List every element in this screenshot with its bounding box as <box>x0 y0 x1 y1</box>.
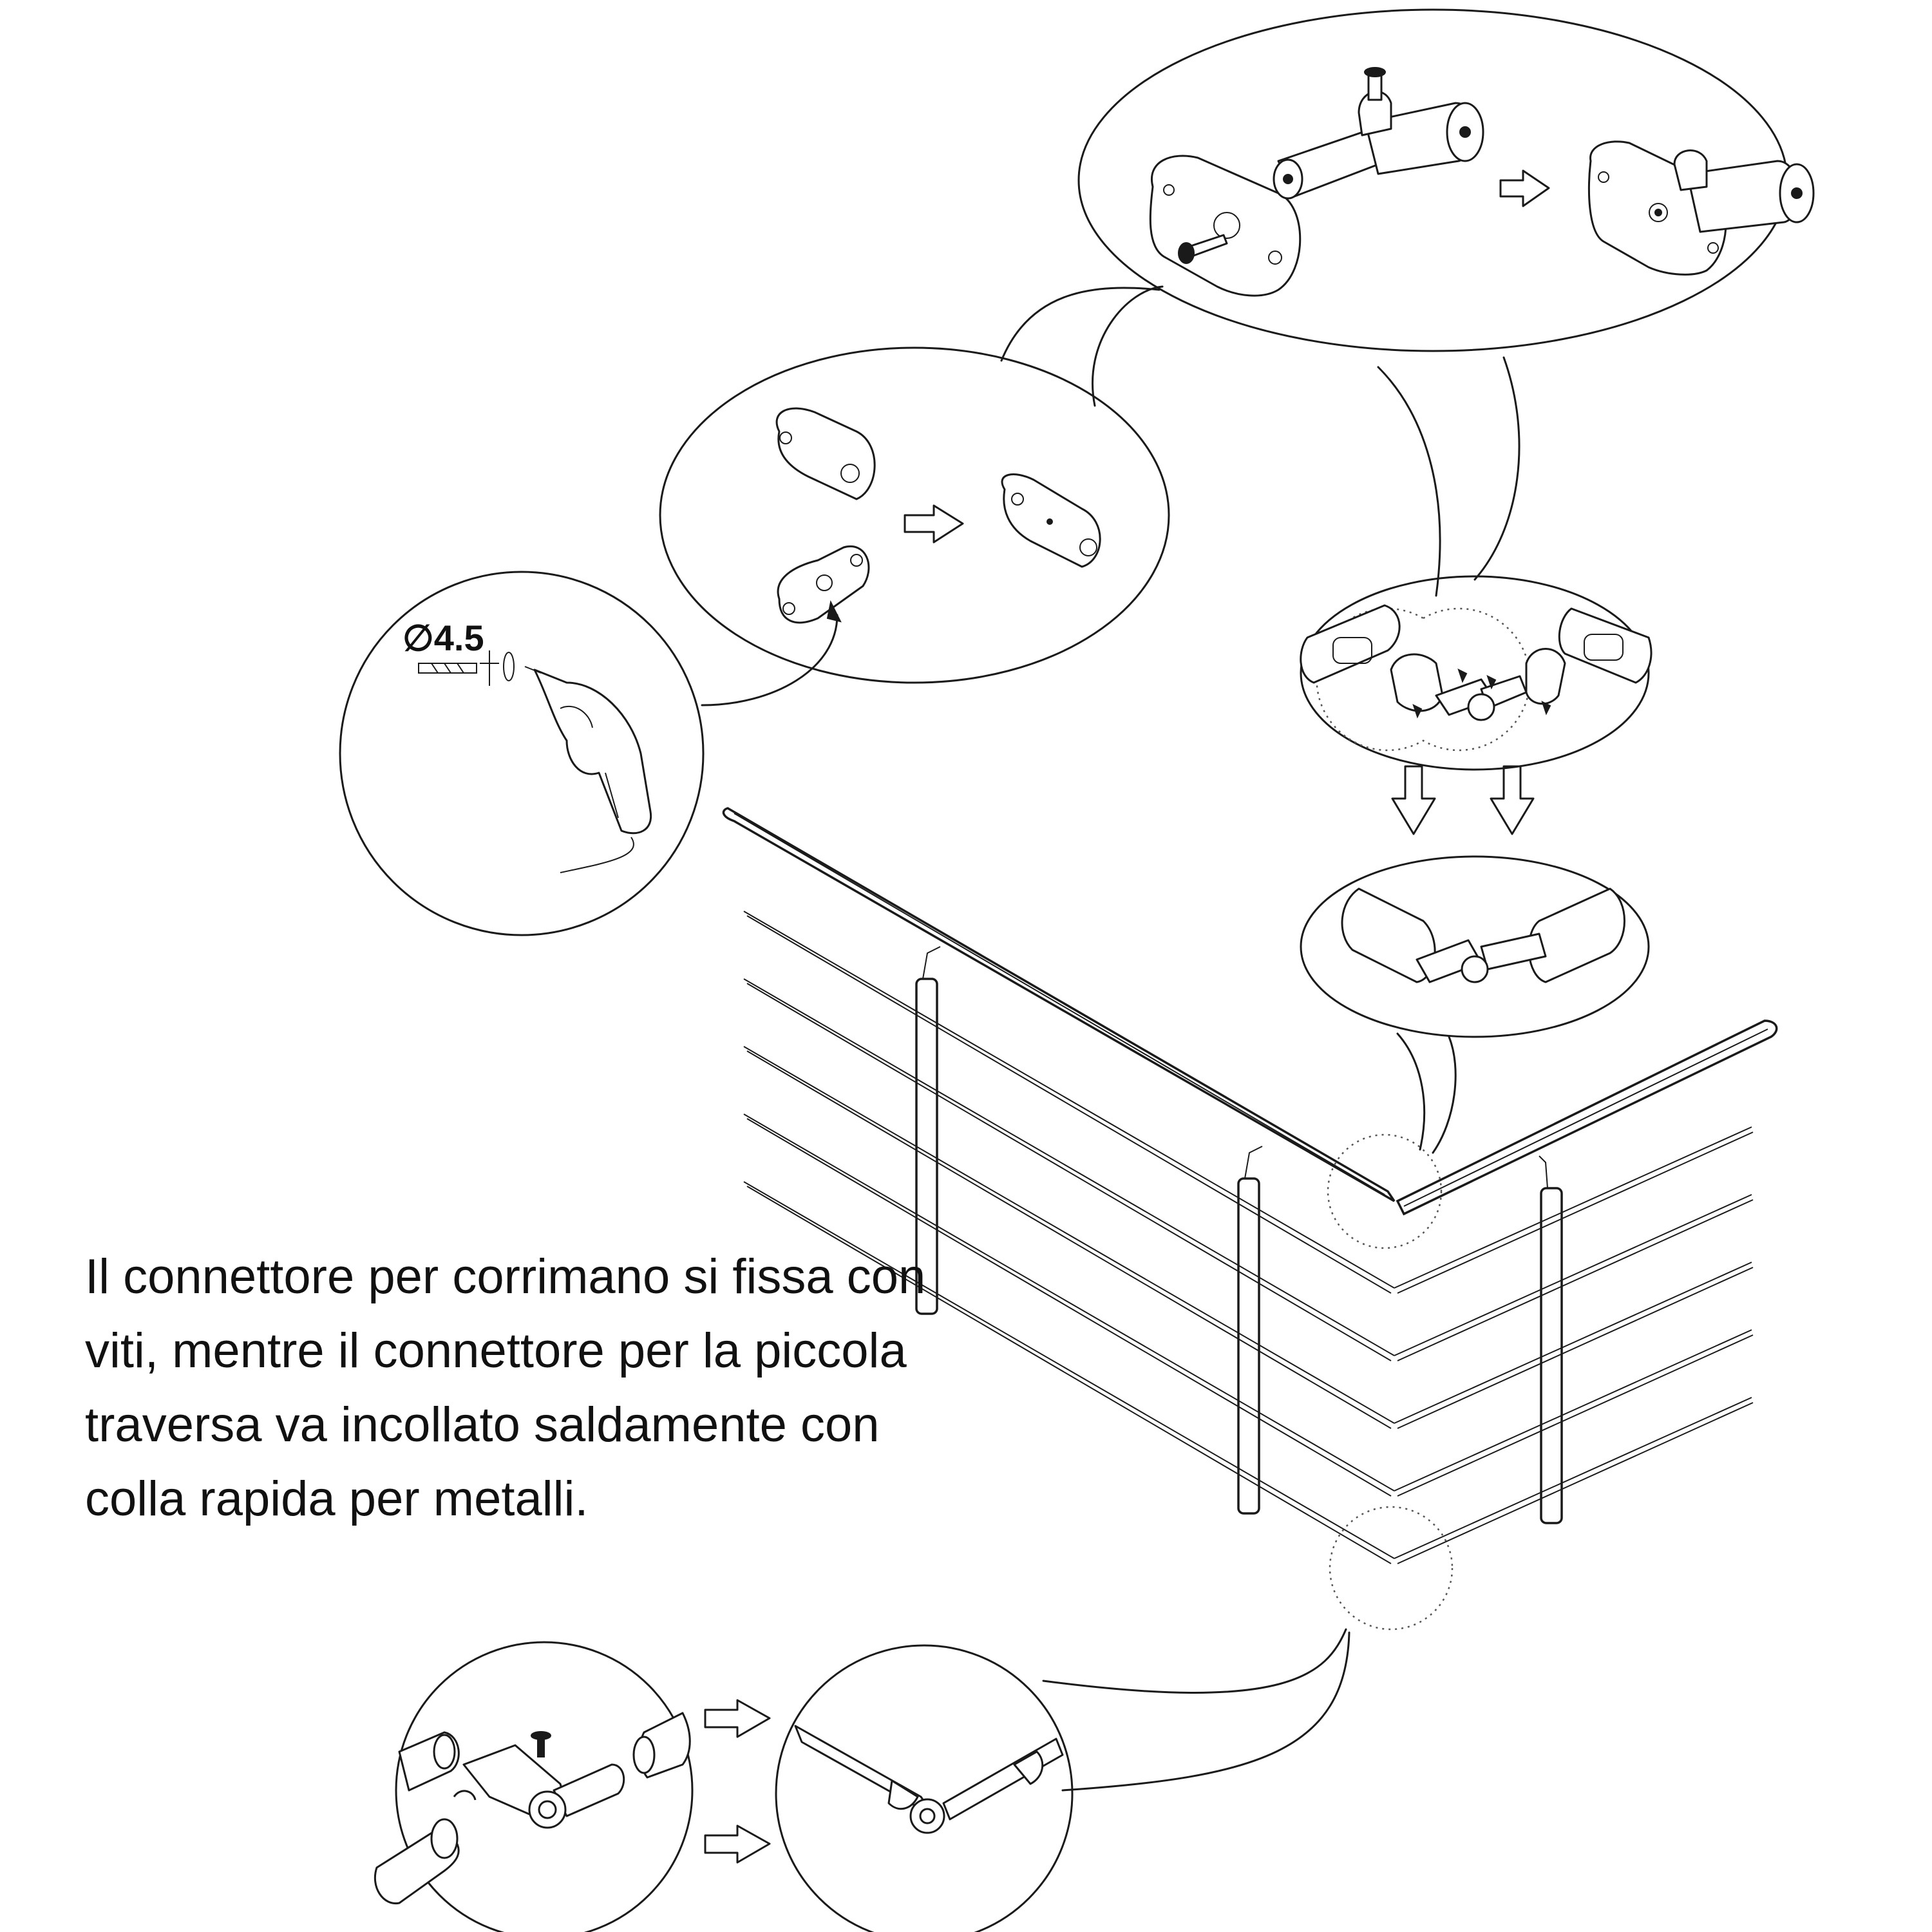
top-connector-detail <box>1077 8 1815 352</box>
rail-connector-exploded <box>1300 575 1653 771</box>
plate-top <box>775 407 876 500</box>
arrow-right-icon <box>704 1824 771 1864</box>
screw-icon <box>531 1731 551 1757</box>
plate-bottom <box>777 545 870 624</box>
crossbar-connector-exploded <box>374 1641 694 1932</box>
post <box>1237 1146 1263 1515</box>
arrow-down-icon <box>1391 765 1436 835</box>
drill-icon <box>524 666 652 873</box>
diameter-symbol: ∅ <box>402 618 434 658</box>
screw-icon <box>1178 234 1228 264</box>
railing-assembly <box>722 807 1778 1631</box>
rail-connector-assembled <box>1300 855 1650 1038</box>
arrow-right-icon <box>704 1699 771 1738</box>
arrow-right-icon <box>904 504 964 544</box>
arrow-down-icon <box>1490 765 1535 835</box>
diameter-value: 4.5 <box>434 618 484 658</box>
plate-detail <box>659 346 1170 684</box>
post <box>1539 1155 1563 1524</box>
plate-drilled <box>1001 473 1101 568</box>
instruction-caption: Il connettore per corrimano si fissa con… <box>85 1249 926 1526</box>
screw-icon <box>1412 668 1551 719</box>
drill-bit-icon <box>418 650 515 686</box>
drill-detail: ∅4.5 <box>339 571 705 936</box>
connector-assembled <box>1587 140 1815 276</box>
connector-body <box>1273 67 1484 200</box>
arrow-right-icon <box>1499 169 1550 207</box>
crossbar-connector-assembled <box>775 1644 1074 1932</box>
svg-text:∅4.5: ∅4.5 <box>402 618 484 658</box>
